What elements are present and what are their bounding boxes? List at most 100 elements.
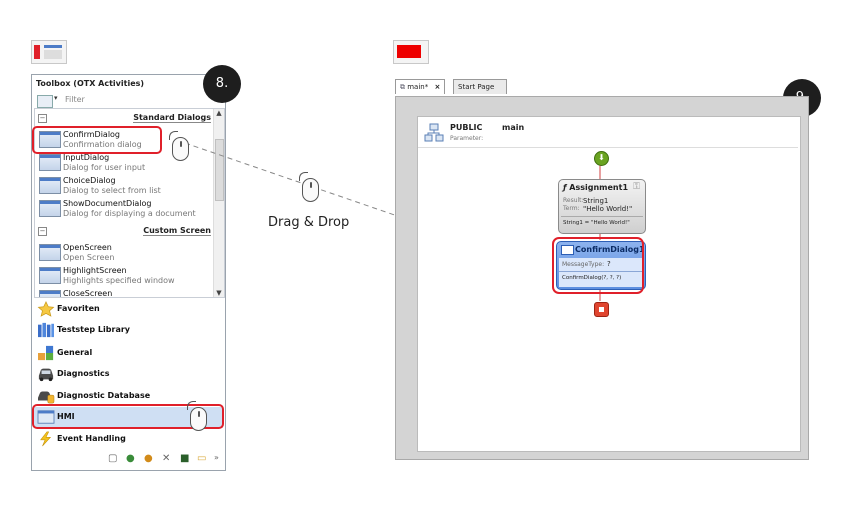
item-desc: Dialog for user input	[63, 163, 146, 172]
star-icon	[37, 301, 55, 317]
mouse-icon	[187, 401, 207, 431]
drag-drop-label: Drag & Drop	[268, 215, 350, 230]
list-item[interactable]: ConfirmDialog Confirmation dialog	[37, 129, 213, 151]
category-teststep-library[interactable]: Teststep Library	[34, 320, 223, 341]
close-icon[interactable]: ×	[434, 83, 441, 91]
start-node[interactable]: ⬇	[594, 151, 609, 166]
term-label: Term:	[563, 205, 580, 212]
category-general[interactable]: General	[34, 343, 223, 364]
message-type-label: MessageType:	[562, 261, 605, 268]
category-label: Event Handling	[57, 434, 126, 443]
result-value: String1	[583, 197, 609, 205]
end-node[interactable]	[594, 302, 609, 317]
assignment-expression: String1 = "Hello World!"	[563, 220, 630, 226]
globe-icon[interactable]: ●	[126, 453, 135, 464]
item-name: ChoiceDialog	[63, 176, 116, 185]
tab-label: Start Page	[458, 83, 495, 91]
tools-icon[interactable]: ✕	[162, 453, 171, 464]
chevron-down-icon[interactable]: ▾	[54, 94, 58, 102]
close-screen-icon	[39, 290, 61, 297]
category-label: Diagnostic Database	[57, 391, 151, 400]
group-standard-dialogs[interactable]: − Standard Dialogs	[35, 113, 213, 125]
item-name: ShowDocumentDialog	[63, 199, 152, 208]
highlight-hmi	[32, 404, 224, 429]
scroll-down-icon[interactable]: ▼	[216, 289, 222, 297]
function-icon: ƒ	[563, 183, 567, 192]
procedure-header: PUBLIC main Parameter:	[418, 117, 798, 148]
group-label: Custom Screen	[143, 226, 211, 236]
category-event-handling[interactable]: Event Handling	[34, 429, 223, 450]
procedure-visibility: PUBLIC	[450, 123, 483, 132]
procedure-icon	[424, 123, 444, 142]
message-type-value: ?	[607, 260, 611, 268]
item-desc: Open Screen	[63, 253, 115, 262]
filter-bar[interactable]: ▾ Filter	[35, 94, 221, 108]
category-favoriten[interactable]: Favoriten	[34, 299, 223, 320]
overflow-icon[interactable]: »	[214, 453, 219, 462]
category-label: HMI	[57, 412, 75, 421]
highlight-confirm-dialog	[32, 126, 162, 154]
category-diagnostic-database[interactable]: Diagnostic Database	[34, 386, 223, 407]
tab-main[interactable]: ⧉ main* ×	[395, 79, 446, 94]
editor-tab-strip: ⧉ main* × Start Page	[395, 79, 807, 97]
parameter-label: Parameter:	[450, 135, 484, 142]
dialog-icon	[561, 245, 574, 255]
category-label: Favoriten	[57, 304, 100, 313]
highlight-screen-icon	[39, 267, 61, 284]
mouse-icon	[169, 131, 189, 161]
editor-thumbnail	[393, 40, 429, 64]
item-name: OpenScreen	[63, 243, 112, 252]
car-icon	[38, 368, 54, 382]
category-diagnostics[interactable]: Diagnostics	[34, 364, 223, 385]
result-label: Result:	[563, 197, 584, 204]
toolbox-thumbnail	[31, 40, 67, 64]
earth-icon[interactable]: ●	[144, 453, 153, 464]
input-dialog-icon	[39, 154, 61, 171]
category-label: Teststep Library	[57, 325, 130, 334]
open-screen-icon	[39, 244, 61, 261]
procedure-name: main	[502, 123, 525, 132]
diagram-canvas[interactable]: PUBLIC main Parameter: ⬇ ƒ Assignment1 ⚿…	[417, 116, 801, 452]
folder-icon[interactable]: ▭	[197, 453, 207, 464]
collapse-icon[interactable]: −	[38, 114, 47, 123]
divider	[559, 271, 643, 272]
list-item[interactable]: OpenScreen Open Screen	[37, 242, 213, 264]
filter-input[interactable]: Filter	[65, 95, 85, 104]
document-icon	[39, 200, 61, 217]
list-item[interactable]: ShowDocumentDialog Dialog for displaying…	[37, 198, 213, 220]
key-icon: ⚿	[633, 182, 640, 192]
stop-icon	[599, 307, 604, 312]
list-item[interactable]: ChoiceDialog Dialog to select from list	[37, 175, 213, 197]
lightning-icon	[40, 431, 52, 447]
confirm-body: MessageType: ? ConfirmDialog(?, ?, ?)	[559, 258, 643, 287]
database-car-icon	[38, 391, 55, 404]
general-icon	[38, 345, 54, 361]
list-item[interactable]: InputDialog Dialog for user input	[37, 152, 213, 174]
sort-icon[interactable]	[37, 95, 53, 108]
assignment-title: Assignment1	[569, 183, 629, 192]
confirm-expression: ConfirmDialog(?, ?, ?)	[562, 275, 622, 281]
tab-start-page[interactable]: Start Page	[453, 79, 507, 94]
hmi-window-icon	[37, 410, 55, 424]
list-scrollbar[interactable]: ▲ ▼	[213, 109, 224, 297]
toolbox-title: Toolbox (OTX Activities)	[36, 79, 145, 88]
collapse-icon[interactable]: −	[38, 227, 47, 236]
item-name: InputDialog	[63, 153, 110, 162]
choice-dialog-icon	[39, 177, 61, 194]
group-custom-screen[interactable]: − Custom Screen	[35, 226, 213, 238]
item-desc: Confirmation dialog	[63, 140, 142, 149]
scroll-up-icon[interactable]: ▲	[216, 109, 222, 117]
confirm-dialog-node[interactable]: ConfirmDialog1 MessageType: ? ConfirmDia…	[556, 241, 646, 290]
category-label: General	[57, 348, 93, 357]
scroll-thumb[interactable]	[215, 139, 224, 201]
group-label: Standard Dialogs	[133, 113, 211, 123]
list-item[interactable]: CloseScreen	[37, 288, 213, 297]
assignment-node[interactable]: ƒ Assignment1 ⚿ Result: String1 Term: "H…	[558, 179, 646, 234]
page-icon[interactable]: ▢	[108, 453, 118, 464]
term-value: "Hello World!"	[583, 205, 633, 213]
screen-icon[interactable]: ■	[180, 453, 190, 464]
list-item[interactable]: HighlightScreen Highlights specified win…	[37, 265, 213, 287]
activity-list[interactable]: − Standard Dialogs ConfirmDialog Confirm…	[34, 108, 225, 298]
category-hmi[interactable]: HMI	[34, 407, 223, 428]
item-desc: Dialog for displaying a document	[63, 209, 196, 218]
